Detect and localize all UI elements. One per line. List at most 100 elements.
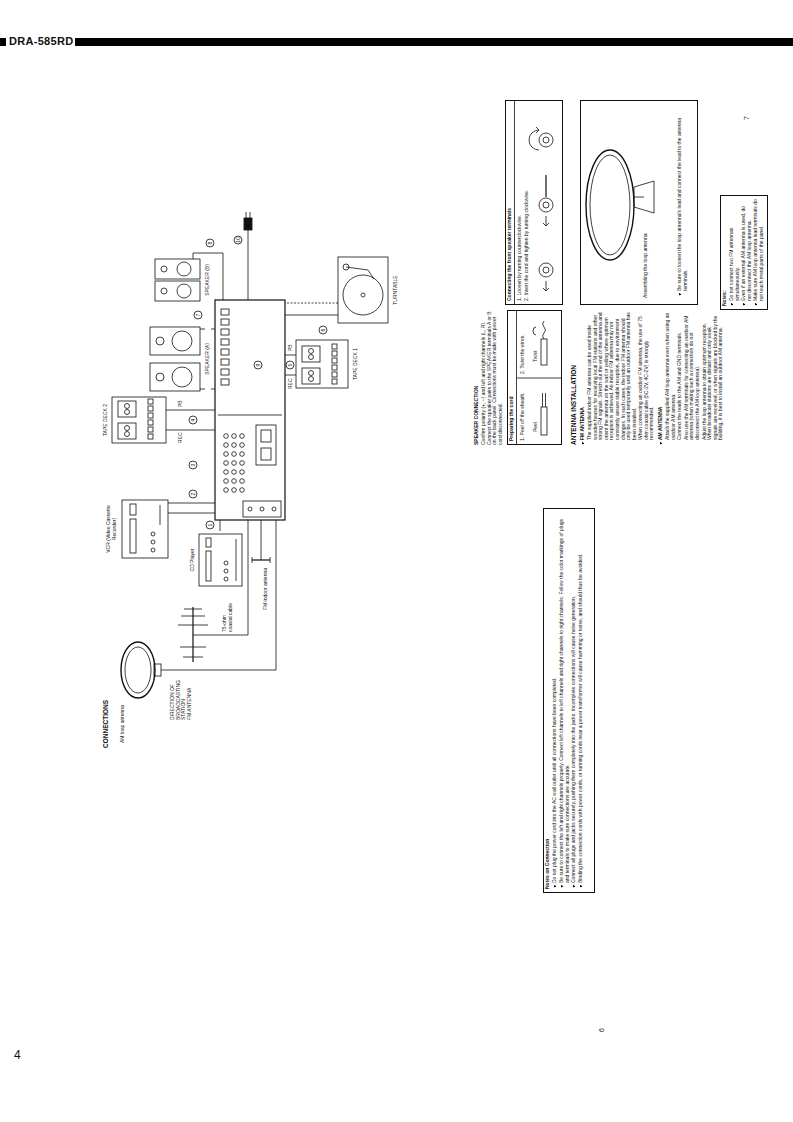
box-text: Binding the connection cords with power … xyxy=(578,512,584,888)
text-slot: 2. Twist the wires. xyxy=(520,312,526,374)
sub-heading: AM ANTENNA xyxy=(658,310,664,445)
page-number: 4 xyxy=(14,1049,21,1062)
box-text: 2. Insert the cord and tighten by turnin… xyxy=(524,102,530,301)
text-slot: 4 xyxy=(14,1049,21,1062)
callout-number: 7 xyxy=(194,311,202,319)
header-bar xyxy=(75,38,793,46)
box-text: 1. Peel off the sheath. xyxy=(520,379,526,441)
body-text: Connect the leads to the AM and GND term… xyxy=(677,310,683,440)
section-heading: ANTENNA INSTALLATION xyxy=(570,310,577,445)
signal-label: REC xyxy=(178,432,184,443)
text-slot: Be sure to loosen the loop antenna's lea… xyxy=(677,108,688,296)
text-slot: Peel xyxy=(533,422,539,432)
text-slot: Adjust the loop antenna to obtain optimu… xyxy=(702,310,724,440)
text-slot: Do not plug the power cord into the AC w… xyxy=(552,512,558,888)
device-label: VCR (Video Cassette Recorder) xyxy=(106,498,117,560)
box-text: Twist xyxy=(533,351,539,362)
box-text: Even if an external AM antenna is used, … xyxy=(741,198,752,306)
callout-number: 8 xyxy=(206,239,214,247)
device-label: CD Player xyxy=(190,531,196,589)
text-slot: REC xyxy=(288,378,294,389)
box-heading: Assembling the loop antenna xyxy=(643,234,649,299)
device-label: TURNTABLE xyxy=(393,255,399,325)
part-label: DIRECTION OF BROADCASTING STATION xyxy=(170,672,187,720)
box-text: Be sure to connect the left and right ch… xyxy=(559,512,570,888)
text-slot: Do not connect two FM antennas simultane… xyxy=(729,198,740,306)
text-slot: 6 xyxy=(319,326,327,334)
text-slot: PB xyxy=(178,400,184,407)
text-slot: Preparing the cord xyxy=(509,313,515,441)
part-label: AM loop antenna xyxy=(120,705,126,743)
text-slot: VCR (Video Cassette Recorder) xyxy=(106,498,117,560)
callout-number: 3 xyxy=(189,461,197,469)
body-text: Confirm polarity (+, –) and left and rig… xyxy=(481,310,503,445)
header-square xyxy=(0,38,6,46)
text-slot: FM ANTENNA xyxy=(187,672,193,720)
callout-number: 10 xyxy=(234,236,242,244)
text-slot: 5 xyxy=(286,361,294,369)
box-text: Do not connect two FM antennas simultane… xyxy=(729,198,740,306)
box-heading: Notes on Connection xyxy=(545,839,551,889)
text-slot: ANTENNA INSTALLATION xyxy=(570,310,577,445)
text-slot: FM ANTENNA xyxy=(580,310,586,445)
signal-label: PB xyxy=(288,344,294,351)
signal-label: PB xyxy=(178,400,184,407)
instruction-box: Preparing the cord 1. Peel off the sheath… xyxy=(507,310,562,445)
text-slot: 6 xyxy=(598,1028,606,1032)
text-slot: 1. Peel off the sheath. xyxy=(520,379,526,441)
text-slot: Also use the AM terminals for connecting… xyxy=(684,310,701,440)
text-slot: 7 xyxy=(743,116,751,120)
callout-number: 1 xyxy=(206,521,214,529)
text-slot: Assembling the loop antenna xyxy=(643,234,649,299)
device-label: TAPE DECK 2 xyxy=(103,395,109,445)
section-heading: SPEAKER CONNECTION xyxy=(474,310,480,445)
page-number: 6 xyxy=(598,1028,606,1032)
text-slot: Even if an external AM antenna is used, … xyxy=(741,198,752,306)
text-slot: The supplied indoor FM antenna can be us… xyxy=(587,310,637,440)
text-slot: TAPE DECK 2 xyxy=(103,395,109,445)
box-text: 1. Loosen by turning counterclockwise. xyxy=(517,102,523,301)
rotated-spread: CONNECTIONS Preparing the cord 1. Peel off… xyxy=(98,85,778,1065)
box-text: Make sure AM loop antenna lead terminals… xyxy=(753,198,764,306)
device-label: TAPE DECK 1 xyxy=(353,338,359,390)
instruction-box: Assembling the loop antenna Be sure to lo… xyxy=(580,100,698,305)
connection-illustration xyxy=(98,85,778,1065)
body-text: Also use the AM terminals for connecting… xyxy=(684,310,701,440)
box-text: Do not plug the power cord into the AC w… xyxy=(552,512,558,888)
callout-number: 5 xyxy=(286,361,294,369)
device-figure: TAPE DECK 1 xyxy=(296,338,360,390)
device-label: SPEAKER (B) xyxy=(205,257,211,303)
text-slot: CD Player xyxy=(190,531,196,589)
text-slot: Binding the connection cords with power … xyxy=(578,512,584,888)
text-slot: 1 xyxy=(206,521,214,529)
device-figure: SPEAKER (B) xyxy=(153,257,212,303)
body-text: Attach the supplied AM loop antenna even… xyxy=(665,310,676,440)
callout-number: 4 xyxy=(189,416,197,424)
callout-number: 9 xyxy=(254,361,262,369)
text-slot: 2 xyxy=(189,490,197,498)
box-heading: Connecting the front speaker terminals xyxy=(507,102,513,301)
part-label: FM ANTENNA xyxy=(187,672,193,720)
text-slot: 1. Loosen by turning counterclockwise. xyxy=(517,102,523,301)
device-figure: SPEAKER (A) xyxy=(148,325,212,393)
text-slot: Twist xyxy=(533,351,539,362)
text-slot: Make sure AM loop antenna lead terminals… xyxy=(753,198,764,306)
sub-heading: FM ANTENNA xyxy=(580,310,586,445)
text-slot: SPEAKER (A) xyxy=(205,325,211,393)
signal-label: REC xyxy=(288,378,294,389)
text-slot: 9 xyxy=(254,361,262,369)
body-text: The supplied indoor FM antenna can be us… xyxy=(587,310,637,440)
text-slot: Confirm polarity (+, –) and left and rig… xyxy=(481,310,503,445)
body-text: Adjust the loop antenna to obtain optimu… xyxy=(702,310,724,440)
text-slot: AM ANTENNA xyxy=(658,310,664,445)
text-slot: Be sure to connect the left and right ch… xyxy=(559,512,570,888)
text-slot: 7 xyxy=(194,311,202,319)
text-slot: 2. Insert the cord and tighten by turnin… xyxy=(524,102,530,301)
text-slot: 4 xyxy=(189,416,197,424)
text-slot: FM indoor antenna xyxy=(263,568,269,610)
box-heading: Preparing the cord xyxy=(509,313,515,441)
instruction-box: Notes:Do not connect two FM antennas sim… xyxy=(720,195,768,310)
device-figure: VCR (Video Cassette Recorder) xyxy=(106,498,171,560)
device-figure: TAPE DECK 2 xyxy=(103,395,168,445)
section-heading: CONNECTIONS xyxy=(102,700,109,748)
